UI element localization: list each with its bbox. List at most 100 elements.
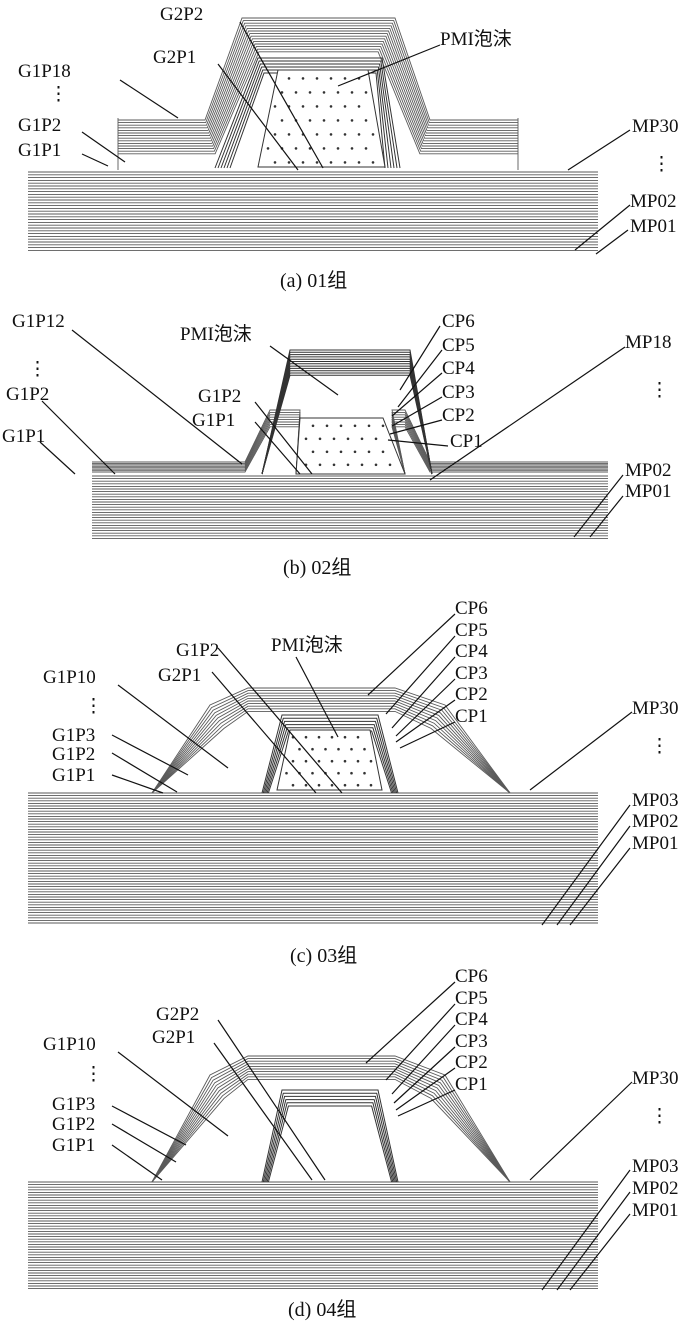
- label-mp03-d: MP03: [632, 1156, 678, 1177]
- vdots-mp: ⋮: [652, 154, 671, 175]
- foam-dot-a: [266, 147, 270, 150]
- leader-foam-c: [295, 656, 339, 738]
- panel-a: G2P2 G2P1 PMI泡沫 G1P18 ⋮ G1P2 G1P1 MP30 ⋮…: [18, 4, 678, 292]
- label-cp6-b: CP6: [442, 311, 475, 332]
- g1-ply-a: [118, 25, 518, 129]
- foam-dot-c: [363, 771, 366, 775]
- label-cp1-c: CP1: [455, 706, 488, 727]
- leader-mp18-b: [429, 346, 626, 481]
- foam-dot-a: [322, 119, 326, 122]
- g1-ply-c: [151, 700, 511, 794]
- foam-dot-a: [301, 77, 305, 80]
- foam-dot-c: [369, 783, 373, 787]
- panel-d-plies: [28, 1055, 598, 1290]
- cp-ply-c: [262, 717, 398, 794]
- label-mp01-c: MP01: [632, 833, 678, 854]
- foam-dot-a: [350, 119, 354, 122]
- g1-ply-c: [151, 695, 511, 794]
- label-cp3-c: CP3: [455, 663, 488, 684]
- leader-cp5-c: [385, 635, 456, 715]
- label-cp2-d: CP2: [455, 1052, 488, 1073]
- g1-ply-d: [151, 1078, 511, 1183]
- foam-dot-a: [301, 161, 305, 164]
- foam-dot-c: [304, 759, 308, 763]
- foam-dot-a: [287, 133, 291, 136]
- foam-dot-b: [374, 437, 378, 441]
- g1-ply-a: [118, 17, 518, 121]
- g1-ply-a: [118, 22, 518, 126]
- vdots-mp-d: ⋮: [650, 1106, 669, 1127]
- label-g1p1-b: G1P1: [2, 426, 45, 447]
- leader-mp02-b: [573, 474, 624, 538]
- g1-ply-d: [151, 1071, 511, 1183]
- label-pmi-foam: PMI泡沫: [440, 28, 512, 50]
- label-g2p1: G2P1: [153, 47, 196, 68]
- foam-dot-a: [329, 77, 333, 80]
- foam-dot-b: [311, 424, 315, 428]
- foam-dot-a: [301, 105, 305, 108]
- cp-ply-d: [267, 1105, 393, 1183]
- foam-dot-b: [353, 424, 357, 428]
- foam-dot-a: [273, 161, 277, 164]
- foam-dot-a: [329, 133, 333, 136]
- foam-dot-c: [330, 783, 334, 787]
- cp-ply-d: [264, 1095, 396, 1183]
- g2-ply-a: [217, 60, 398, 169]
- label-cp4-b: CP4: [442, 358, 475, 379]
- leader-cp4-d: [391, 1024, 456, 1095]
- panel-b: G1P12 ⋮ G1P2 G1P1 PMI泡沫 G1P2 G1P1 CP6 CP…: [2, 311, 671, 579]
- label-cp4-c: CP4: [455, 641, 488, 662]
- foam-dot-a: [336, 91, 340, 94]
- label-g1p2-c: G1P2: [52, 744, 95, 765]
- label-mp01-d: MP01: [632, 1200, 678, 1221]
- leader-cp1-d: [397, 1089, 456, 1117]
- foam-dot-c: [350, 747, 353, 751]
- leader-mp30-a: [567, 129, 631, 171]
- leader-mp01-a: [595, 229, 629, 255]
- leader-g1p1-b: [39, 441, 76, 475]
- leader-cp2-d: [395, 1067, 456, 1111]
- label-g1p2-d: G1P2: [52, 1114, 95, 1135]
- leader-g1p2-l-c: [111, 752, 178, 793]
- foam-dot-a: [343, 77, 347, 80]
- leader-cp2-c: [395, 699, 456, 743]
- panel-d: G2P2 G2P1 G1P10 ⋮ G1P3 G1P2 G1P1 CP6 CP5…: [28, 966, 678, 1321]
- leader-g1p1-c: [111, 774, 164, 794]
- leader-mp01-c: [569, 847, 631, 926]
- foam-dot-a: [315, 77, 319, 80]
- g1-ply-c: [151, 710, 511, 794]
- foam-dot-b: [367, 424, 371, 428]
- foam-dot-c: [330, 759, 334, 763]
- foam-dot-a: [273, 105, 277, 108]
- foam-dot-c: [317, 783, 321, 787]
- leader-cp1-b: [387, 439, 449, 447]
- g1-ply-d: [151, 1068, 511, 1183]
- vdots-mp-c: ⋮: [650, 736, 669, 757]
- foam-dot-c: [356, 783, 360, 787]
- foam-dot-a: [343, 105, 347, 108]
- foam-dot-c: [317, 759, 321, 763]
- label-cp2-c: CP2: [455, 684, 488, 705]
- leader-g1p18-a: [119, 79, 179, 119]
- g1-ply-a: [118, 38, 518, 142]
- foam-dot-a: [350, 91, 354, 94]
- leader-cp6-c: [367, 613, 456, 696]
- cap-ply-b: [261, 374, 433, 475]
- foam-dot-c: [356, 735, 360, 739]
- g1-ply-a: [118, 30, 518, 134]
- panel-a-plies: [28, 17, 598, 251]
- foam-dot-a: [315, 133, 319, 136]
- leader-cp3-d: [393, 1046, 456, 1104]
- label-mp02-d: MP02: [632, 1178, 678, 1199]
- foam-dot-b: [339, 424, 343, 428]
- foam-dot-c: [356, 759, 360, 763]
- label-cp1-b: CP1: [450, 431, 483, 452]
- foam-dot-b: [339, 450, 343, 454]
- leader-cp2-b: [389, 419, 443, 435]
- leader-g1p3-c: [111, 734, 189, 776]
- foam-dot-c: [311, 771, 314, 775]
- foam-dot-a: [364, 119, 368, 122]
- foam-dot-c: [343, 735, 347, 739]
- foam-dot-b: [388, 463, 392, 467]
- foam-dot-a: [322, 91, 326, 94]
